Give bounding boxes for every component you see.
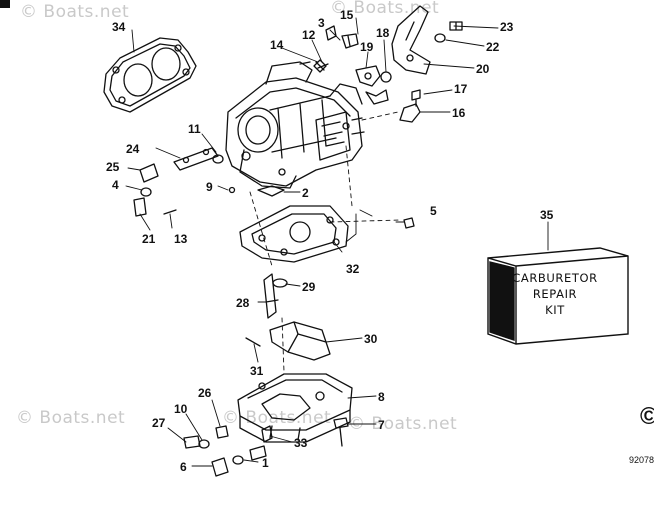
callout-16: 16 bbox=[452, 106, 466, 120]
callout-13: 13 bbox=[174, 232, 188, 246]
repair-kit-label: CARBURETOR REPAIR KIT bbox=[500, 270, 610, 318]
callout-5: 5 bbox=[430, 204, 437, 218]
callout-1: 1 bbox=[262, 456, 269, 470]
callout-26: 26 bbox=[198, 386, 212, 400]
callout-28: 28 bbox=[236, 296, 250, 310]
flange-gasket bbox=[103, 37, 197, 113]
bowl-gasket bbox=[239, 205, 349, 263]
callout-15: 15 bbox=[340, 8, 354, 22]
callout-21: 21 bbox=[142, 232, 156, 246]
callout-12: 12 bbox=[302, 28, 316, 42]
repair-kit-box bbox=[487, 247, 629, 345]
callout-10: 10 bbox=[174, 402, 188, 416]
inlet-needle bbox=[263, 273, 277, 319]
callout-7: 7 bbox=[378, 418, 385, 432]
washer bbox=[434, 33, 446, 43]
callout-11: 11 bbox=[188, 122, 201, 136]
callout-33: 33 bbox=[294, 436, 308, 450]
throttle-lever bbox=[391, 5, 431, 75]
drain-plug bbox=[211, 457, 229, 477]
callout-32: 32 bbox=[346, 262, 360, 276]
callout-24: 24 bbox=[126, 142, 140, 156]
bracket bbox=[399, 103, 421, 123]
callout-3: 3 bbox=[318, 16, 325, 30]
watermark: © Boats.net bbox=[20, 2, 130, 22]
edge-copyright-glyph: © bbox=[640, 404, 654, 430]
callout-9: 9 bbox=[206, 180, 213, 194]
callout-18: 18 bbox=[376, 26, 390, 40]
callout-20: 20 bbox=[476, 62, 490, 76]
watermark: © Boats.net bbox=[16, 408, 126, 428]
callout-8: 8 bbox=[378, 390, 385, 404]
callout-4: 4 bbox=[112, 178, 119, 192]
callout-30: 30 bbox=[364, 332, 378, 346]
callout-27: 27 bbox=[152, 416, 166, 430]
float bbox=[269, 321, 331, 361]
link bbox=[355, 65, 381, 87]
callout-17: 17 bbox=[454, 82, 468, 96]
callout-25: 25 bbox=[106, 160, 120, 174]
callout-6: 6 bbox=[180, 460, 187, 474]
diagram-code: 92078 bbox=[629, 455, 654, 465]
plug bbox=[139, 163, 159, 183]
callout-29: 29 bbox=[302, 280, 316, 294]
callout-22: 22 bbox=[486, 40, 500, 54]
carburetor-body bbox=[225, 61, 365, 189]
callout-34: 34 bbox=[112, 20, 126, 34]
kit-line-kit: KIT bbox=[545, 303, 565, 317]
callout-14: 14 bbox=[270, 38, 284, 52]
pin bbox=[341, 33, 359, 49]
plug bbox=[133, 197, 147, 217]
callout-35: 35 bbox=[540, 208, 554, 222]
kit-line-carburetor: CARBURETOR bbox=[512, 271, 598, 285]
callout-2: 2 bbox=[302, 186, 309, 200]
callout-23: 23 bbox=[500, 20, 514, 34]
callout-31: 31 bbox=[250, 364, 264, 378]
corner-mark bbox=[0, 0, 10, 8]
shaft bbox=[173, 147, 219, 171]
callout-19: 19 bbox=[360, 40, 374, 54]
float-bowl bbox=[237, 373, 353, 443]
watermark: © Boats.net bbox=[348, 414, 458, 434]
kit-line-repair: REPAIR bbox=[532, 287, 578, 301]
